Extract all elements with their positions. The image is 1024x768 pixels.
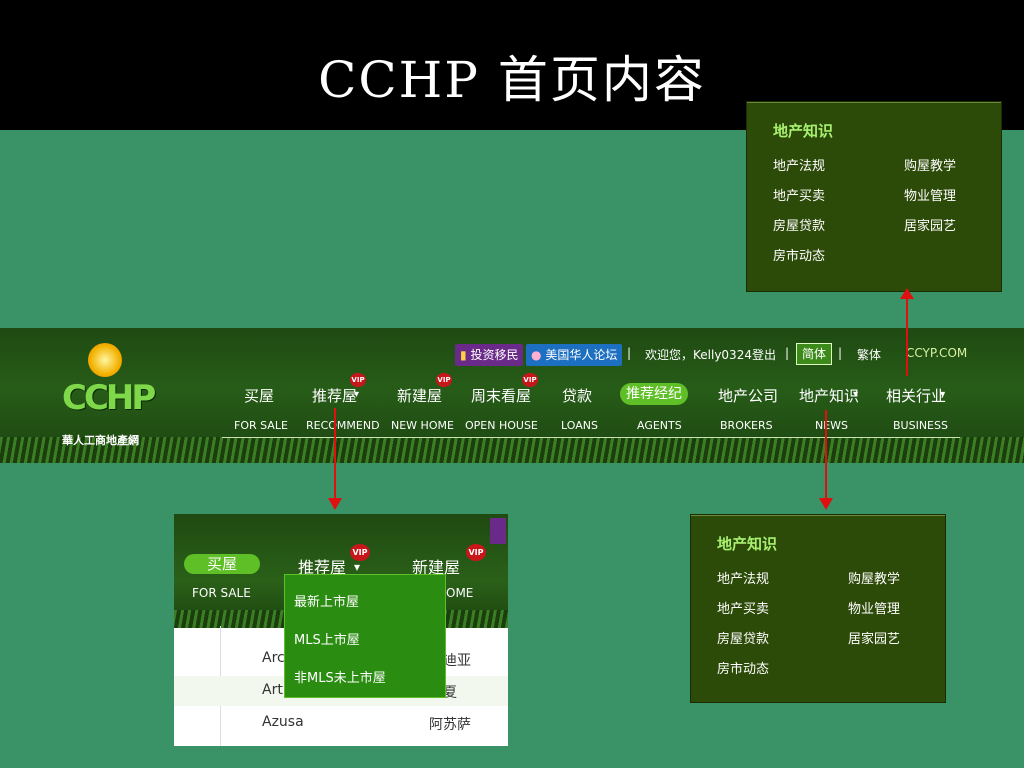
invest-immigration-link[interactable]: ▮ 投资移民 <box>455 344 524 366</box>
vip-badge-icon: VIP <box>466 544 486 561</box>
knowledge-item-buying-guide[interactable]: 购屋教学 <box>848 572 901 587</box>
knowledge-dropdown-top: 地产知识 地产法规 购屋教学 地产买卖 物业管理 房屋贷款 居家园艺 房市动态 <box>746 101 1002 292</box>
nav-business-en[interactable]: BUSINESS <box>893 419 948 432</box>
knowledge-item-loans[interactable]: 房屋贷款 <box>773 219 826 234</box>
topbar-separator: | <box>785 346 790 360</box>
arrow-to-recommend-crop <box>334 408 336 500</box>
nav-for-sale-en[interactable]: FOR SALE <box>234 419 288 432</box>
knowledge-item-market[interactable]: 房市动态 <box>773 249 826 264</box>
knowledge-item-buying-guide[interactable]: 购屋教学 <box>904 159 957 174</box>
site-logo[interactable]: CCHP <box>62 378 156 418</box>
knowledge-item-garden[interactable]: 居家园艺 <box>904 219 957 234</box>
crop-nav-recommend[interactable]: 推荐屋 <box>298 558 347 577</box>
topbar-separator: | <box>838 346 843 360</box>
nav-underline <box>222 437 960 438</box>
nav-recommend[interactable]: 推荐屋 <box>312 387 358 405</box>
nav-loans-en[interactable]: LOANS <box>561 419 598 432</box>
vip-badge-icon: VIP <box>350 373 366 387</box>
chevron-down-icon: ▾ <box>354 560 361 574</box>
crop-nav-for-sale[interactable]: 买屋 <box>184 554 260 574</box>
crop-nav-new-home-en[interactable]: OME <box>446 586 474 600</box>
nav-news-en[interactable]: NEWS <box>815 419 849 432</box>
medal-icon <box>490 518 506 544</box>
list-item[interactable]: Azusa 阿苏萨 <box>262 714 471 733</box>
dropdown-item-non-mls[interactable]: 非MLS未上市屋 <box>294 671 386 686</box>
title-bar: CCHP 首页内容 <box>0 0 1024 130</box>
nav-brokers[interactable]: 地产公司 <box>718 387 779 405</box>
recommend-dropdown-menu: 最新上市屋 MLS上市屋 非MLS未上市屋 <box>284 574 446 698</box>
vip-badge-icon: VIP <box>436 373 452 387</box>
knowledge-item-property-mgmt[interactable]: 物业管理 <box>848 602 901 617</box>
knowledge-title: 地产知识 <box>717 535 778 553</box>
arrow-to-top-panel <box>906 298 908 376</box>
recommend-dropdown-screenshot: 买屋 FOR SALE 推荐屋 VIP ▾ 新建屋 VIP OME Arc 凯迪… <box>174 514 508 746</box>
knowledge-dropdown-bottom: 地产知识 地产法规 购屋教学 地产买卖 物业管理 房屋贷款 居家园艺 房市动态 <box>690 514 946 703</box>
dropdown-item-new-listings[interactable]: 最新上市屋 <box>294 595 360 610</box>
chinese-forum-link[interactable]: ● 美国华人论坛 <box>526 344 623 366</box>
vip-badge-icon: VIP <box>522 373 538 387</box>
nav-new-home-en[interactable]: NEW HOME <box>391 419 454 432</box>
logo-sun-icon <box>88 343 122 377</box>
welcome-text: 欢迎您，Kelly0324 <box>645 348 752 362</box>
vip-badge-icon: VIP <box>350 544 370 561</box>
grass-decoration <box>0 437 1024 463</box>
nav-brokers-en[interactable]: BROKERS <box>720 419 773 432</box>
forum-icon: ● <box>531 348 542 362</box>
topbar-separator: | <box>627 346 632 360</box>
knowledge-item-loans[interactable]: 房屋贷款 <box>717 632 770 647</box>
dropdown-item-mls[interactable]: MLS上市屋 <box>294 633 360 648</box>
arrow-down-icon <box>819 498 833 510</box>
knowledge-item-garden[interactable]: 居家园艺 <box>848 632 901 647</box>
nav-recommend-en[interactable]: RECOMMEND <box>306 419 380 432</box>
ccyp-link[interactable]: CCYP.COM <box>906 346 968 360</box>
chevron-down-icon: ▾ <box>354 389 360 400</box>
medal-icon: ▮ <box>460 348 467 362</box>
nav-knowledge[interactable]: 地产知识 <box>799 387 860 405</box>
slide-title: CCHP 首页内容 <box>318 51 706 109</box>
knowledge-item-market[interactable]: 房市动态 <box>717 662 770 677</box>
knowledge-item-trading[interactable]: 地产买卖 <box>717 602 770 617</box>
logout-link[interactable]: 登出 <box>752 348 777 362</box>
knowledge-item-law[interactable]: 地产法规 <box>717 572 770 587</box>
logo-subtitle: 華人工商地產網 <box>62 434 139 447</box>
arrow-to-bottom-panel <box>825 410 827 500</box>
nav-open-house[interactable]: 周末看屋 <box>471 387 532 405</box>
knowledge-item-law[interactable]: 地产法规 <box>773 159 826 174</box>
crop-nav-for-sale-en[interactable]: FOR SALE <box>192 586 251 600</box>
nav-business[interactable]: 相关行业 <box>886 387 947 405</box>
chevron-down-icon: ▾ <box>940 389 946 400</box>
knowledge-item-property-mgmt[interactable]: 物业管理 <box>904 189 957 204</box>
chevron-down-icon: ▾ <box>853 389 859 400</box>
nav-agents-en[interactable]: AGENTS <box>637 419 682 432</box>
nav-new-home[interactable]: 新建屋 <box>397 387 443 405</box>
nav-loans[interactable]: 贷款 <box>562 387 593 405</box>
knowledge-title: 地产知识 <box>773 122 834 140</box>
arrow-down-icon <box>328 498 342 510</box>
traditional-chinese-link[interactable]: 繁体 <box>857 348 882 362</box>
nav-for-sale[interactable]: 买屋 <box>244 387 275 405</box>
nav-agents[interactable]: 推荐经纪 <box>620 383 688 405</box>
knowledge-item-trading[interactable]: 地产买卖 <box>773 189 826 204</box>
simplified-chinese-button[interactable]: 简体 <box>796 343 833 365</box>
crop-nav-new-home[interactable]: 新建屋 <box>412 558 461 577</box>
site-header: CCHP 華人工商地產網 ▮ 投资移民 ● 美国华人论坛 | 欢迎您，Kelly… <box>0 328 1024 463</box>
nav-open-house-en[interactable]: OPEN HOUSE <box>465 419 538 432</box>
arrow-up-icon <box>900 288 914 299</box>
